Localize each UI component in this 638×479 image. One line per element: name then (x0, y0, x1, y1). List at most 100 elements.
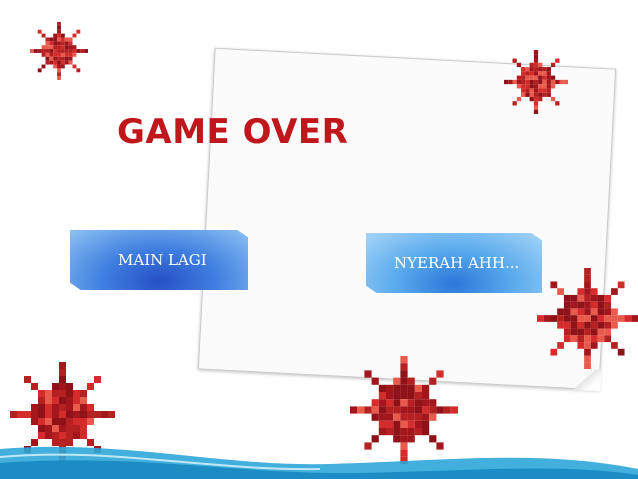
virus-pixel (57, 60, 61, 65)
virus-pixel (414, 384, 422, 392)
virus-pixel (393, 392, 401, 400)
virus-pixel (407, 413, 415, 421)
virus-pixel (563, 328, 571, 336)
virus-pixel (590, 308, 598, 316)
virus-pixel (590, 288, 598, 295)
virus-pixel (529, 75, 534, 80)
virus-pixel (60, 37, 65, 42)
virus-pixel (407, 399, 415, 407)
virus-pixel (533, 67, 539, 72)
virus-pixel (64, 45, 69, 50)
virus-pixel (41, 45, 46, 50)
virus-pixel (400, 449, 408, 457)
virus-pixel (41, 33, 46, 38)
virus-pixel (45, 390, 52, 397)
virus-pixel (631, 315, 638, 322)
virus-pixel (45, 41, 50, 46)
virus-pixel (60, 56, 65, 61)
virus-pixel (584, 301, 591, 309)
virus-pixel (66, 432, 73, 439)
virus-pixel (31, 404, 38, 411)
virus-pixel (60, 41, 65, 46)
virus-pixel (597, 321, 605, 329)
virus-pixel (525, 88, 530, 93)
virus-pixel (49, 41, 54, 46)
virus-pixel (624, 315, 632, 322)
virus-pixel (543, 315, 551, 322)
virus-pixel (52, 383, 59, 390)
virus-pixel (45, 60, 50, 65)
virus-pixel (94, 376, 101, 383)
virus-pixel (72, 64, 77, 69)
virus-pixel (570, 335, 578, 343)
virus-pixel (521, 92, 526, 97)
virus-pixel (577, 315, 585, 322)
virus-pixel (597, 335, 605, 343)
virus-pixel (68, 41, 73, 46)
virus-pixel (611, 308, 618, 316)
virus-pixel (66, 425, 73, 432)
virus-pixel (80, 404, 87, 411)
virus-pixel (414, 420, 422, 428)
play-again-button[interactable]: MAIN LAGI (70, 230, 248, 290)
virus-pixel (529, 62, 534, 68)
virus-pixel (45, 49, 50, 53)
virus-pixel (57, 45, 61, 50)
virus-pixel (422, 428, 430, 436)
virus-pixel (371, 399, 379, 407)
virus-pixel (604, 335, 612, 343)
virus-pixel (400, 377, 408, 385)
virus-pixel (604, 294, 612, 302)
virus-pixel (557, 315, 564, 322)
virus-pixel (584, 328, 591, 336)
virus-pixel (68, 37, 73, 42)
game-over-title: GAME OVER (117, 112, 349, 152)
virus-pixel (414, 406, 422, 414)
virus-pixel (550, 96, 556, 102)
virus-pixel (570, 321, 578, 329)
virus-pixel (53, 56, 58, 61)
virus-pixel (59, 397, 66, 404)
virus-pixel (529, 96, 534, 102)
virus-pixel (72, 52, 77, 57)
virus-pixel (538, 67, 543, 72)
virus-pixel (60, 52, 65, 57)
virus-pixel (604, 315, 612, 322)
virus-pixel (590, 342, 598, 349)
virus-pixel (563, 321, 571, 329)
virus-pixel (24, 376, 31, 383)
virus-pixel (72, 49, 77, 53)
virus-pixel (80, 390, 87, 397)
virus-pixel (393, 377, 401, 385)
virus-pixel (59, 418, 66, 425)
virus-pixel (80, 432, 87, 439)
virus-pixel (584, 342, 591, 349)
virus-pixel (87, 383, 94, 390)
virus-pixel (563, 315, 571, 322)
virus-pixel (422, 420, 430, 428)
virus-pixel (378, 399, 386, 407)
virus-pixel (52, 418, 59, 425)
virus-pixel (386, 406, 394, 414)
play-again-label: MAIN LAGI (118, 251, 207, 269)
virus-pixel (59, 362, 66, 369)
virus-pixel (550, 62, 556, 68)
virus-pixel (521, 75, 526, 80)
virus-pixel (393, 428, 401, 436)
virus-pixel (59, 383, 66, 390)
virus-pixel (76, 68, 81, 73)
virus-pixel (546, 75, 551, 80)
virus-pixel (597, 315, 605, 322)
virus-pixel (538, 75, 543, 80)
virus-pixel (538, 96, 543, 102)
give-up-button[interactable]: NYERAH AHH... (366, 233, 542, 293)
virus-pixel (422, 413, 430, 421)
virus-pixel (24, 411, 31, 418)
virus-pixel (508, 79, 513, 85)
virus-pixel (533, 58, 539, 63)
virus-pixel (49, 37, 54, 42)
virus-pixel (429, 399, 437, 407)
virus-pixel (371, 377, 379, 385)
virus-pixel (542, 79, 547, 85)
paper-curl (570, 367, 602, 392)
